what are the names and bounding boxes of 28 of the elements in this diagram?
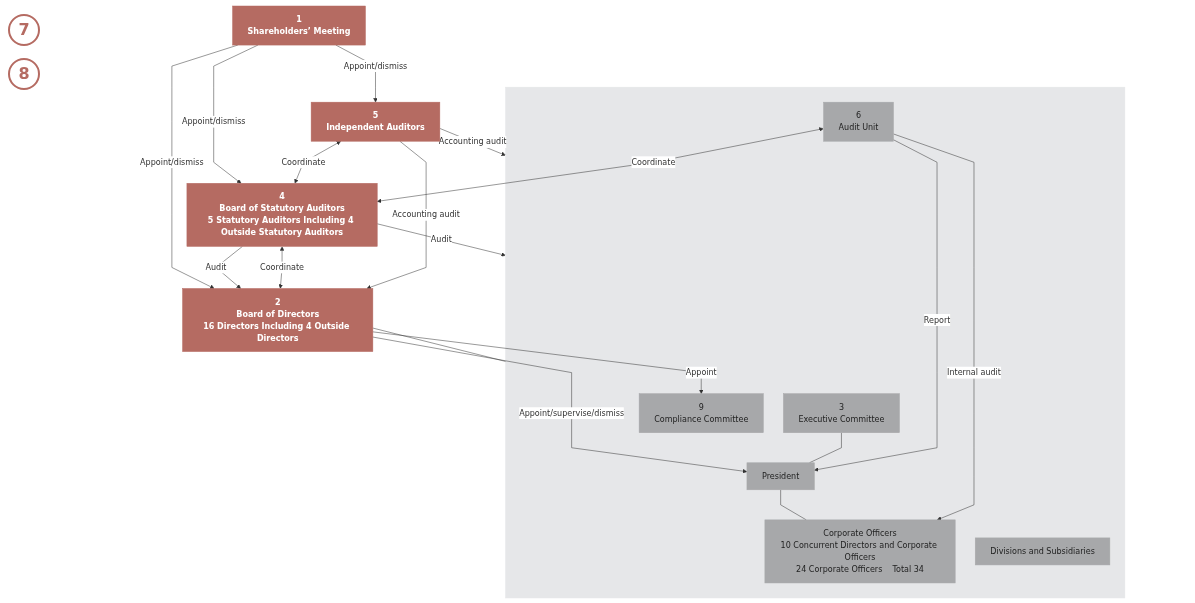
cluster (505, 86, 1126, 598)
edge-label: Audit (205, 261, 227, 272)
number-badge: 8 (8, 58, 40, 90)
node-box: 9 Compliance Committee (638, 392, 764, 433)
edge-label: Coordinate (631, 156, 676, 167)
edge-label: Coordinate (281, 156, 326, 167)
node-box: 5 Independent Auditors (310, 101, 441, 141)
edge-label: Appoint/dismiss (140, 156, 204, 167)
node-box: Divisions and Subsidiaries (975, 537, 1111, 565)
edge-label: Coordinate (260, 261, 305, 272)
node-box: 3 Executive Committee (783, 392, 900, 433)
node-box: 2 Board of Directors 16 Directors Including 4 Outside Directors (182, 287, 374, 352)
edge-label: Accounting audit (438, 136, 507, 146)
edge-label: Appoint (685, 367, 717, 377)
edge-label: Appoint/dismiss (343, 60, 408, 71)
node-box: 1 Shareholders’ Meeting (232, 5, 366, 45)
edge-label: Audit (430, 234, 452, 244)
node-box: 6 Audit Unit (823, 101, 894, 141)
edge-label: Appoint/supervise/dismiss (519, 407, 625, 418)
edge-label: Report (923, 314, 951, 325)
node-box: President (746, 462, 815, 490)
connector (372, 327, 506, 362)
edge-label: Appoint/dismiss (181, 116, 246, 126)
node-box: Corporate Officers 10 Concurrent Directors and Corporate Officers 24 Corporate Officers Total 34 (764, 519, 956, 583)
number-badge: 7 (8, 14, 40, 46)
edge-label: Internal audit (947, 367, 1001, 377)
edge-label: Accounting audit (392, 209, 460, 219)
node-box: 4 Board of Statutory Auditors 5 Statutory Auditors Including 4 Outside Statutory Auditors (186, 182, 378, 247)
